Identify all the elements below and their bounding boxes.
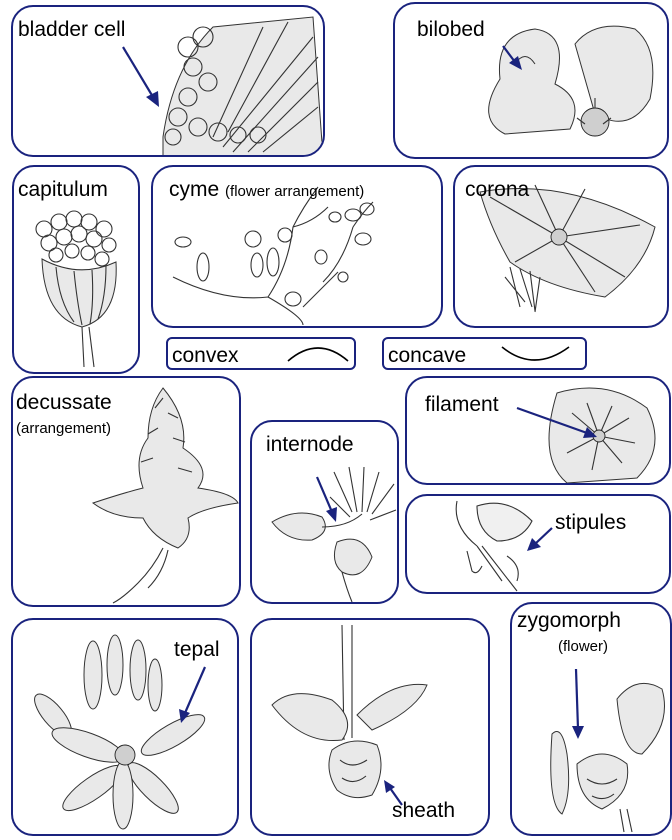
decussate-note: (arrangement) — [16, 421, 111, 436]
sheath-label: sheath — [392, 800, 455, 821]
cyme-term: cyme — [169, 178, 219, 201]
card-zygomorph: zygomorph (flower) — [510, 602, 672, 836]
cyme-drawing — [173, 187, 374, 325]
capitulum-label: capitulum — [18, 179, 108, 200]
filament-drawing — [549, 388, 655, 483]
convex-box: convex — [166, 337, 356, 370]
corona-label: corona — [465, 179, 529, 200]
internode-drawing — [272, 467, 396, 602]
card-sheath: sheath — [250, 618, 490, 836]
tepal-label: tepal — [174, 639, 220, 660]
concave-curve-icon — [384, 339, 589, 372]
corona-drawing — [480, 185, 655, 312]
decussate-drawing — [93, 388, 238, 603]
concave-box: concave — [382, 337, 587, 370]
cyme-label: cyme (flower arrangement) — [169, 179, 364, 200]
capitulum-drawing — [36, 211, 116, 367]
card-corona: corona — [453, 165, 669, 328]
internode-label: internode — [266, 434, 354, 455]
zygomorph-note: (flower) — [558, 639, 608, 654]
bladder-cell-drawing — [163, 17, 323, 157]
decussate-label: decussate — [16, 392, 112, 413]
zygomorph-drawing — [551, 683, 665, 832]
card-cyme: cyme (flower arrangement) — [151, 165, 443, 328]
sheath-drawing — [272, 625, 427, 798]
cyme-note: (flower arrangement) — [225, 183, 364, 200]
card-bilobed: bilobed — [393, 2, 669, 159]
card-capitulum: capitulum — [12, 165, 140, 374]
card-filament: filament — [405, 376, 671, 485]
card-internode: internode — [250, 420, 399, 604]
bilobed-drawing — [489, 26, 653, 136]
tepal-drawing — [29, 635, 210, 829]
stipules-drawing — [456, 501, 532, 591]
stipules-label: stipules — [555, 512, 626, 533]
convex-curve-icon — [168, 339, 358, 372]
stipules-illustration — [407, 496, 671, 594]
card-tepal: tepal — [11, 618, 239, 836]
card-stipules: stipules — [405, 494, 671, 594]
filament-label: filament — [425, 394, 499, 415]
card-bladder-cell: bladder cell — [11, 5, 325, 157]
card-decussate: decussate (arrangement) — [11, 376, 241, 607]
bilobed-label: bilobed — [417, 19, 485, 40]
bladder-cell-label: bladder cell — [18, 19, 125, 40]
zygomorph-label: zygomorph — [517, 610, 621, 631]
